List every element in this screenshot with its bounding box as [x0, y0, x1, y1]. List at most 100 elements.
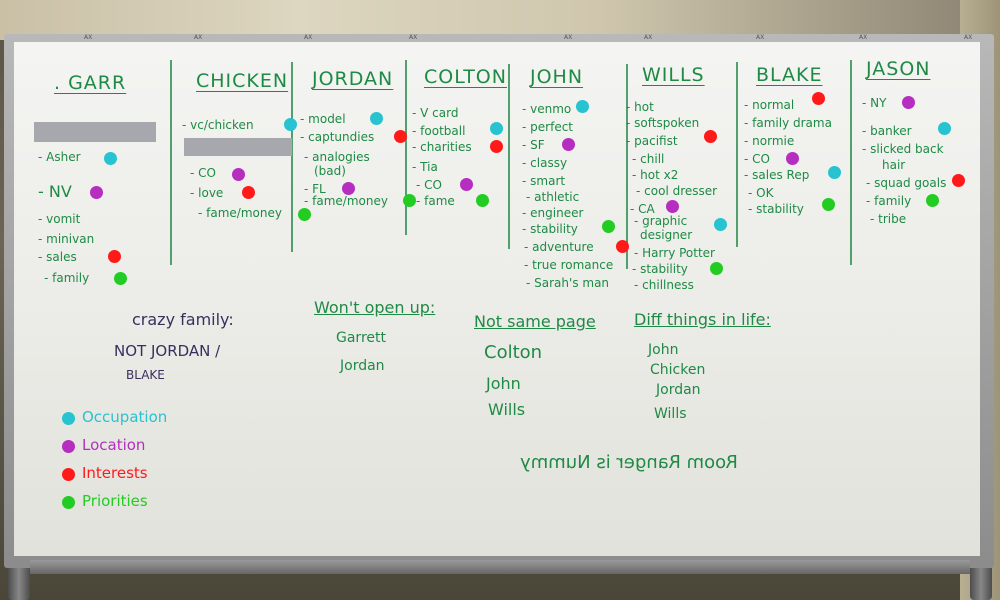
list-item: designer — [640, 228, 692, 242]
occupation-dot — [576, 100, 589, 113]
item-text: FL — [312, 182, 326, 196]
list-item: - charities — [412, 140, 472, 154]
frame-mark: AX — [644, 34, 653, 41]
frame-mark: AX — [84, 34, 93, 41]
list-item: - CO — [190, 166, 216, 180]
list-item: - V card — [412, 106, 459, 120]
interests-dot — [394, 130, 407, 143]
column-header-jason: JASON — [866, 58, 931, 80]
list-item: - smart — [522, 174, 566, 188]
list-item: - true romance — [524, 258, 614, 272]
item-text: fame/money — [206, 206, 282, 220]
item-text: OK — [756, 186, 774, 200]
item-text: hot — [634, 100, 654, 114]
not-same-page-line: Wills — [488, 400, 526, 419]
item-text: family drama — [752, 116, 832, 130]
list-item: - Sarah's man — [526, 276, 610, 290]
frame-mark: AX — [756, 34, 765, 41]
list-item: - tribe — [870, 212, 907, 226]
list-item: - venmo — [522, 102, 572, 116]
item-text: hot x2 — [640, 168, 679, 182]
location-dot — [902, 96, 915, 109]
list-item: - normal — [744, 98, 795, 112]
frame-mark: AX — [194, 34, 203, 41]
list-item: - slicked back — [862, 142, 944, 156]
list-item: - softspoken — [626, 116, 700, 130]
item-text: smart — [530, 174, 566, 188]
list-item: - fame/money — [198, 206, 282, 220]
interests-dot — [616, 240, 629, 253]
list-item: - hot x2 — [632, 168, 679, 182]
list-item: - classy — [522, 156, 568, 170]
not-same-page-line: Colton — [484, 342, 543, 363]
item-text: minivan — [46, 232, 95, 246]
diff-things-line: Wills — [654, 406, 687, 422]
item-text: softspoken — [634, 116, 700, 130]
not-same-page-title: Not same page — [474, 312, 596, 331]
list-item: - OK — [748, 186, 774, 200]
item-text: charities — [420, 140, 472, 154]
item-text: true romance — [532, 258, 614, 272]
priorities-dot — [298, 208, 311, 221]
location-dot — [786, 152, 799, 165]
marker-tray — [30, 560, 970, 574]
redacted-block — [184, 138, 292, 156]
occupation-dot — [104, 152, 117, 165]
column-divider — [850, 60, 852, 265]
item-text: stability — [756, 202, 804, 216]
location-dot — [90, 186, 103, 199]
list-item: - CA — [630, 202, 655, 216]
list-item: - CO — [744, 152, 770, 166]
wont-open-title: Won't open up: — [314, 298, 436, 317]
location-dot — [562, 138, 575, 151]
list-item: - fame — [416, 194, 455, 208]
item-text: fame — [424, 194, 455, 208]
item-text: perfect — [530, 120, 573, 134]
column-divider — [626, 64, 628, 269]
item-text: sales Rep — [752, 168, 810, 182]
item-text: NV — [48, 182, 72, 201]
column-divider — [170, 60, 172, 265]
frame-mark: AX — [409, 34, 418, 41]
item-text: SF — [530, 138, 545, 152]
list-item: - CO — [416, 178, 442, 192]
wont-open-line: Garrett — [336, 330, 386, 346]
item-text: hair — [882, 158, 906, 172]
list-item: - hot — [626, 100, 654, 114]
list-item: - NY — [862, 96, 887, 110]
item-text: stability — [530, 222, 578, 236]
occupation-dot — [370, 112, 383, 125]
legend-location-dot — [62, 440, 75, 453]
list-item: - model — [300, 112, 346, 126]
column-header-blake: BLAKE — [756, 64, 823, 86]
item-text: captundies — [308, 130, 375, 144]
item-text: banker — [870, 124, 912, 138]
item-text: graphic — [642, 214, 688, 228]
item-text: adventure — [532, 240, 594, 254]
list-item: - chill — [632, 152, 665, 166]
crazy-family-title: crazy family: — [132, 310, 234, 329]
list-item: - banker — [862, 124, 912, 138]
list-item: - normie — [744, 134, 795, 148]
list-item: - graphic — [634, 214, 688, 228]
diff-things-line: John — [648, 342, 679, 358]
column-header-garr: . GARR — [54, 72, 127, 94]
item-text: NY — [870, 96, 887, 110]
priorities-dot — [602, 220, 615, 233]
item-text: fame/money — [312, 194, 388, 208]
item-text: family — [874, 194, 912, 208]
legend-occupation-label: Occupation — [82, 408, 168, 426]
interests-dot — [490, 140, 503, 153]
column-header-john: JOHN — [530, 66, 584, 88]
list-item: - stability — [632, 262, 688, 276]
item-text: engineer — [530, 206, 584, 220]
location-dot — [666, 200, 679, 213]
column-header-wills: WILLS — [642, 64, 705, 86]
column-header-colton: COLTON — [424, 66, 507, 88]
legend-interests-label: Interests — [82, 464, 148, 482]
list-item: hair — [882, 158, 905, 172]
list-item: - engineer — [522, 206, 584, 220]
item-text: CO — [752, 152, 770, 166]
list-item: (bad) — [314, 164, 346, 178]
list-item: - FL — [304, 182, 326, 196]
